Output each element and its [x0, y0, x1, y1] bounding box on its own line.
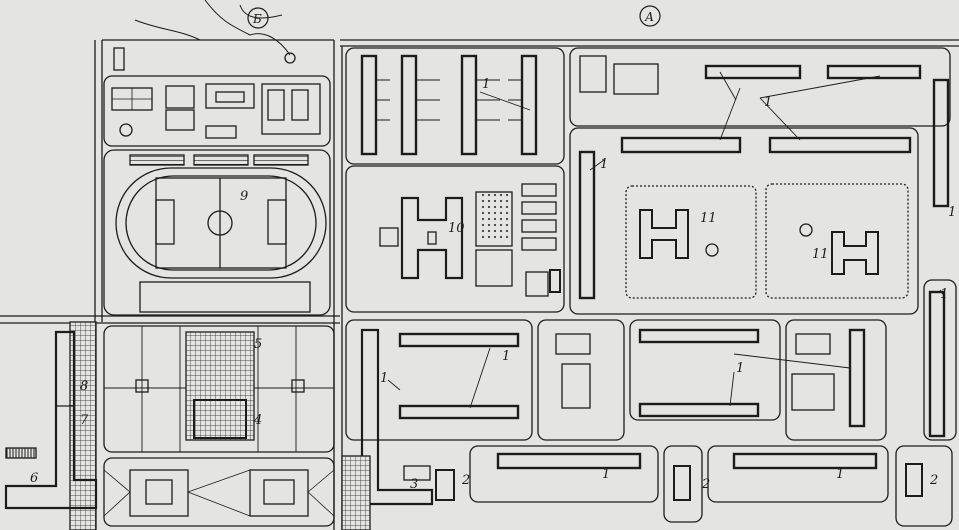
block-bottom-1	[469, 445, 659, 503]
l-building-678	[4, 330, 98, 510]
block-lower-center	[537, 319, 625, 441]
label-1-right-top: 1	[764, 95, 772, 110]
residential-bldg-1p	[928, 290, 946, 438]
main-road-a	[340, 39, 959, 47]
river-marker	[284, 52, 296, 64]
label-4: 4	[253, 413, 262, 428]
square-grid-a	[165, 85, 195, 109]
kindergarten-h-right	[831, 231, 879, 275]
residential-bldg-1r	[732, 452, 878, 470]
block-upper-residential	[345, 47, 565, 165]
residential-bldg-1e	[704, 64, 802, 80]
residential-bldg-1a	[360, 54, 378, 156]
label-2-b: 2	[701, 477, 710, 492]
label-1-top: 1	[482, 77, 490, 92]
label-1-vertical-left: 1	[600, 157, 608, 172]
kindergarten-block-left	[625, 185, 757, 299]
block-4-5-building	[185, 331, 255, 441]
label-3: 3	[410, 477, 418, 492]
circle-label-a: А	[644, 10, 654, 24]
residential-bldg-1c	[460, 54, 478, 156]
block-right-edge	[923, 279, 957, 441]
residential-bldg-1b	[400, 54, 418, 156]
residential-bldg-1f	[826, 64, 922, 80]
stadium-track-inner	[125, 175, 317, 271]
label-1-bottom-a: 1	[602, 467, 610, 482]
residential-bldg-1g	[620, 136, 742, 154]
label-9: 9	[240, 189, 248, 204]
block-right-top	[569, 47, 951, 127]
kindergarten-block-right	[765, 183, 909, 299]
residential-bldg-1n	[638, 402, 760, 418]
river	[134, 0, 291, 56]
block-lower-left	[345, 319, 533, 441]
school-h-building	[400, 196, 464, 280]
label-2-a: 2	[461, 473, 470, 488]
school-block-10	[345, 165, 565, 313]
block-bottom-2	[707, 445, 889, 503]
residential-bldg-1k	[398, 332, 520, 348]
circle-label-a-ring	[639, 5, 661, 27]
stadium-track	[115, 167, 327, 279]
block-top-left	[103, 75, 331, 147]
residential-bldg-1i	[932, 78, 950, 208]
main-road-vertical-center	[333, 40, 343, 530]
circle-label-b-ring	[247, 7, 269, 29]
bldg-top-b	[261, 83, 321, 135]
label-2-c: 2	[929, 473, 938, 488]
residential-bldg-1m	[638, 328, 760, 344]
small-building-top	[113, 47, 125, 71]
school-2a	[435, 469, 455, 501]
cross-road	[0, 315, 340, 324]
block-bottom-far	[895, 445, 953, 527]
block-lower-far-right	[785, 319, 887, 441]
label-1-bottom-b: 1	[836, 467, 844, 482]
label-5: 5	[254, 337, 262, 352]
label-6: 6	[30, 471, 38, 486]
label-10: 10	[448, 221, 465, 236]
stadium-field	[155, 177, 287, 269]
label-1-lower-left-vertical: 1	[380, 371, 388, 386]
residential-bldg-1o	[848, 328, 866, 428]
label-1-lower-right: 1	[736, 361, 744, 376]
residential-bldg-1q	[496, 452, 642, 470]
residential-bldg-1h	[768, 136, 912, 154]
residential-bldg-1d	[520, 54, 538, 156]
label-1-right-edge: 1	[940, 287, 948, 302]
label-7: 7	[80, 413, 89, 428]
label-11-right: 11	[812, 247, 829, 262]
block-ornamental	[103, 457, 335, 527]
block-left-park	[103, 325, 335, 453]
school-2c	[905, 463, 923, 497]
residential-bldg-1l	[398, 404, 520, 420]
stadium-block	[103, 149, 331, 316]
bldg-top-a	[205, 83, 255, 109]
block-bottom-small	[663, 445, 703, 523]
square-grid-b	[165, 109, 195, 131]
label-1-lower-left: 1	[502, 349, 510, 364]
label-11-left: 11	[700, 211, 717, 226]
label-8: 8	[80, 379, 88, 394]
school-2b	[673, 465, 691, 501]
block-lower-right	[629, 319, 781, 421]
label-1-right-edge-top: 1	[948, 205, 956, 220]
kindergarten-h-left	[639, 209, 689, 259]
block-right-middle	[569, 127, 919, 315]
circle-label-b: Б	[252, 12, 262, 26]
residential-bldg-1j	[578, 150, 596, 300]
